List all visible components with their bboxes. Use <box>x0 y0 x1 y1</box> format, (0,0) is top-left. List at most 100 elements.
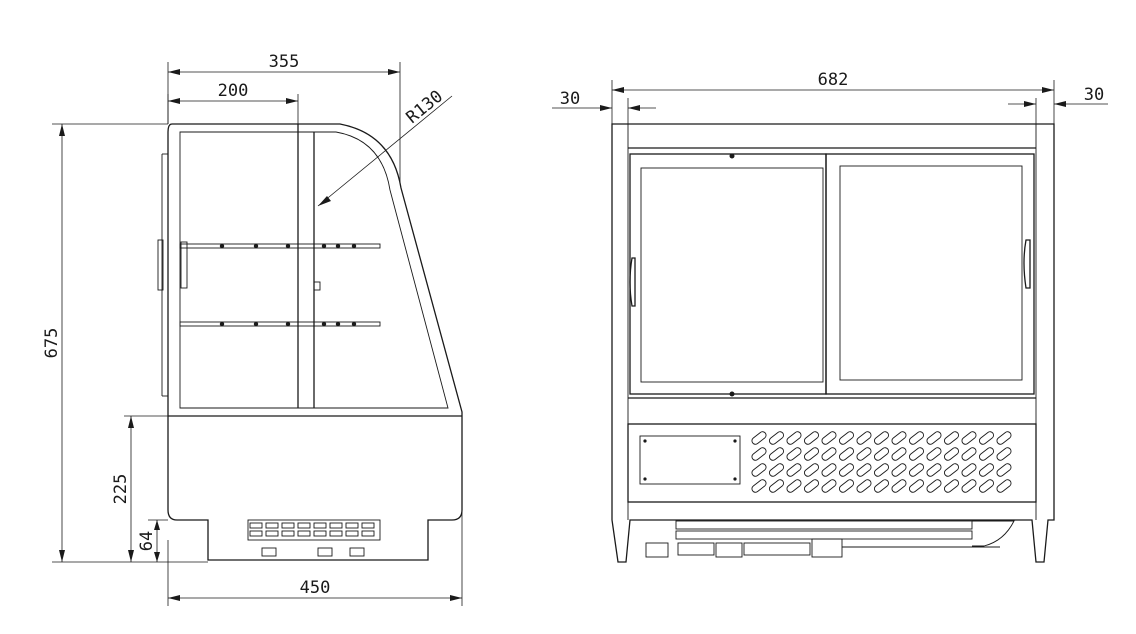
vent-slot <box>909 447 924 461</box>
vent-slot <box>979 431 994 445</box>
front-door-left-handle <box>629 257 636 307</box>
vent-slot <box>769 463 784 477</box>
side-outer-outline <box>167 123 463 561</box>
vent-slot <box>804 431 819 445</box>
front-outer-frame <box>611 123 1055 563</box>
vent-slot <box>856 479 872 493</box>
dim-64: 64 <box>137 519 168 562</box>
dim-label-675: 675 <box>42 328 62 359</box>
vent-slot <box>804 479 819 493</box>
dim-30-right: 30 <box>1008 85 1108 124</box>
vent-slot <box>961 431 977 445</box>
vent-slot <box>891 447 907 461</box>
side-shelf-lower <box>179 321 381 327</box>
vent-slot <box>856 447 872 461</box>
vent-slot <box>769 447 784 461</box>
vent-slot <box>786 447 802 461</box>
front-door-right <box>825 153 1035 395</box>
dim-label-450: 450 <box>300 578 331 598</box>
vent-slot <box>979 447 994 461</box>
vent-slot <box>804 463 819 477</box>
dim-675: 675 <box>42 123 208 563</box>
dim-r130: R130 <box>317 87 453 207</box>
vent-slot <box>979 463 994 477</box>
vent-slot <box>839 479 854 493</box>
vent-slot <box>821 447 837 461</box>
side-view: 355 200 R130 675 <box>42 52 463 606</box>
vent-slot <box>751 447 767 461</box>
dim-label-200: 200 <box>218 81 249 101</box>
side-shelf-upper <box>179 243 381 249</box>
dim-682: 682 <box>611 70 1055 124</box>
vent-slot <box>839 431 854 445</box>
vent-slot <box>909 431 924 445</box>
vent-slot <box>996 463 1012 477</box>
front-control-panel <box>627 423 1037 503</box>
vent-slot <box>856 463 872 477</box>
vent-slot <box>944 463 959 477</box>
dim-200: 200 <box>167 81 299 124</box>
dim-label-355: 355 <box>269 52 300 72</box>
dim-label-30-left: 30 <box>560 89 580 109</box>
vent-slot <box>751 463 767 477</box>
vent-slot <box>926 463 942 477</box>
front-door-left-glass <box>640 167 824 383</box>
vent-slot <box>856 431 872 445</box>
front-door-left <box>629 153 827 395</box>
dim-225: 225 <box>111 415 168 562</box>
vent-slot <box>996 431 1012 445</box>
vent-slot <box>874 463 889 477</box>
dim-450: 450 <box>167 416 463 606</box>
vent-slot <box>839 463 854 477</box>
vent-slot <box>909 479 924 493</box>
front-door-right-glass <box>839 165 1023 381</box>
vent-slot <box>926 479 942 493</box>
vent-slot <box>996 447 1012 461</box>
front-door-right-handle <box>1023 239 1031 289</box>
front-vent-slots <box>751 431 1012 493</box>
vent-slot <box>751 479 767 493</box>
side-vent-grille <box>247 519 381 557</box>
vent-slot <box>786 431 802 445</box>
dim-label-682: 682 <box>818 70 849 90</box>
vent-slot <box>909 463 924 477</box>
dim-355: 355 <box>167 52 401 182</box>
dim-label-64: 64 <box>137 531 157 551</box>
dim-label-30-right: 30 <box>1084 85 1104 105</box>
vent-slot <box>874 431 889 445</box>
vent-slot <box>821 431 837 445</box>
vent-slot <box>839 447 854 461</box>
vent-slot <box>944 431 959 445</box>
vent-slot <box>769 479 784 493</box>
side-shelf-bracket <box>180 241 188 289</box>
vent-slot <box>961 479 977 493</box>
vent-slot <box>891 431 907 445</box>
side-back-handle <box>157 239 164 291</box>
vent-slot <box>961 447 977 461</box>
vent-slot <box>926 447 942 461</box>
vent-slot <box>874 479 889 493</box>
vent-slot <box>786 463 802 477</box>
vent-slot <box>944 447 959 461</box>
vent-slot <box>821 479 837 493</box>
vent-slot <box>961 463 977 477</box>
vent-slot <box>891 463 907 477</box>
vent-slot <box>979 479 994 493</box>
dim-label-r130: R130 <box>403 87 447 128</box>
vent-slot <box>996 479 1012 493</box>
vent-slot <box>769 431 784 445</box>
vent-slot <box>926 431 942 445</box>
dim-label-225: 225 <box>111 474 131 505</box>
vent-slot <box>944 479 959 493</box>
vent-slot <box>821 463 837 477</box>
vent-slot <box>891 479 907 493</box>
front-lower-grille <box>645 520 1015 558</box>
front-display-window <box>639 435 741 485</box>
front-view: 682 30 30 <box>552 70 1108 563</box>
vent-slot <box>874 447 889 461</box>
vent-slot <box>786 479 802 493</box>
side-shelf-pegs <box>219 243 357 327</box>
dim-30-left: 30 <box>552 89 656 124</box>
vent-slot <box>751 431 767 445</box>
